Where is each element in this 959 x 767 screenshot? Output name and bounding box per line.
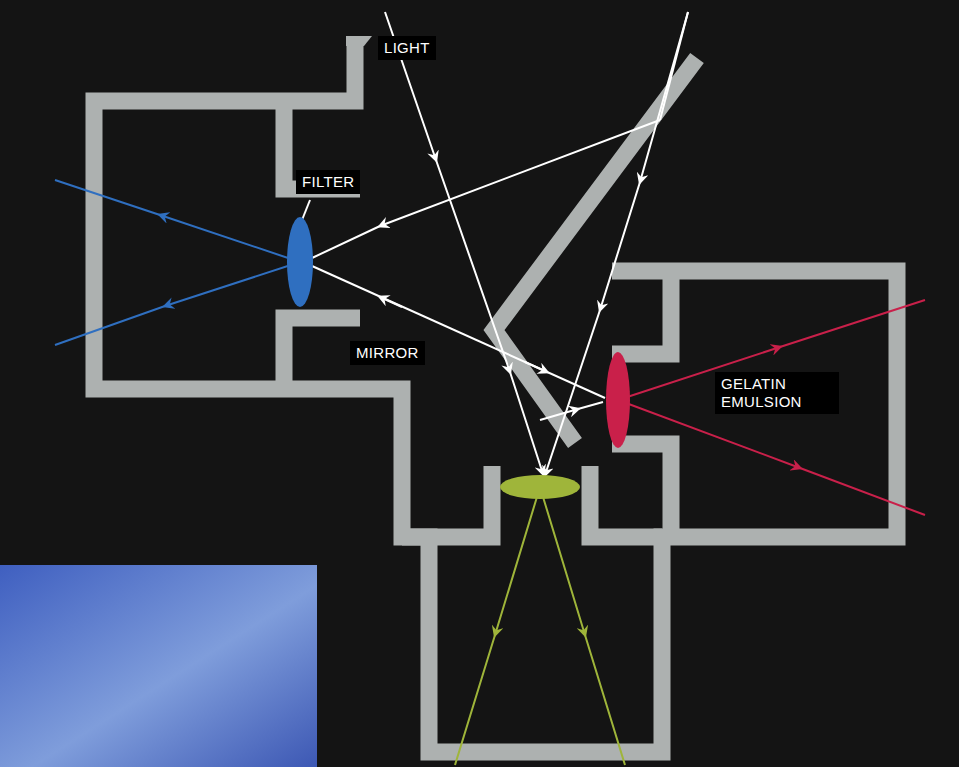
light-ray xyxy=(385,12,543,474)
coloured-rays xyxy=(55,180,925,765)
lens-mount xyxy=(402,466,492,537)
filter-mount xyxy=(284,318,360,389)
green-ray xyxy=(455,487,540,765)
green-ray xyxy=(540,487,625,765)
leader-line xyxy=(302,200,310,220)
light-ray xyxy=(540,402,603,420)
ray-arrow xyxy=(525,362,547,372)
light-ray xyxy=(660,12,688,120)
green-lens xyxy=(500,475,580,499)
part-label: FILTER xyxy=(296,170,360,194)
blue-ray xyxy=(55,262,300,345)
housing-wall xyxy=(94,36,897,752)
light-ray xyxy=(312,266,605,398)
part-label: GELATIN EMULSION xyxy=(715,372,839,414)
film-mount xyxy=(612,444,671,537)
camera-housing xyxy=(94,36,897,752)
ray-arrow xyxy=(380,297,402,307)
blue-ray xyxy=(55,180,300,262)
sky-photo xyxy=(0,565,317,767)
blue-filter-lens xyxy=(287,217,313,307)
film-mount xyxy=(612,271,671,354)
mirror xyxy=(494,58,697,443)
housing-cap xyxy=(346,36,372,46)
part-label: LIGHT xyxy=(378,36,436,60)
part-label: MIRROR xyxy=(350,341,425,365)
lens-mount xyxy=(590,466,662,537)
light-ray xyxy=(545,12,688,475)
light-ray xyxy=(312,120,660,258)
red-lens xyxy=(606,352,630,448)
red-ray xyxy=(618,400,925,515)
